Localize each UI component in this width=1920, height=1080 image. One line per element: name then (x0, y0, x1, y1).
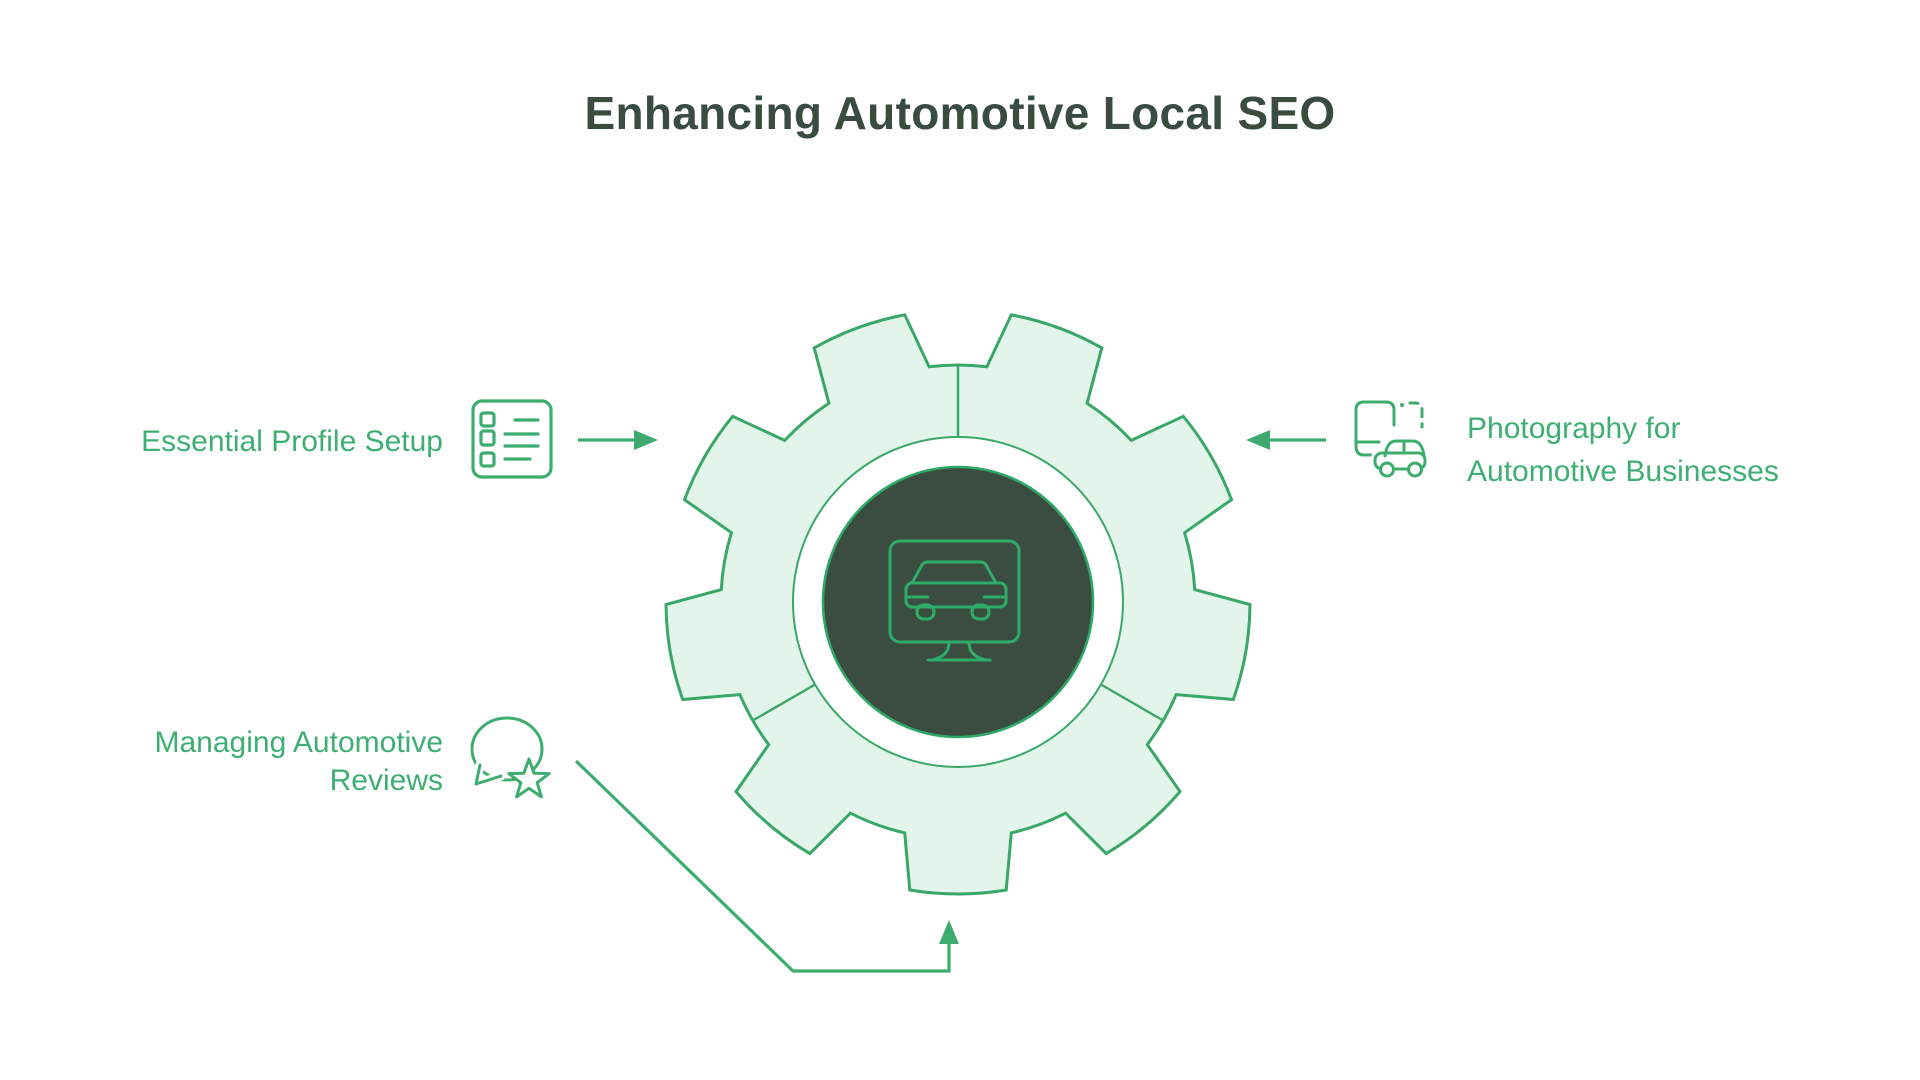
reviews-label-line2: Reviews (329, 764, 443, 797)
checklist-icon (471, 399, 553, 479)
profile-setup-label: Essential Profile Setup (141, 425, 443, 458)
reviews-label: Managing Automotive Reviews (154, 724, 443, 800)
camera-dot (1400, 403, 1404, 407)
car-cabin (910, 560, 998, 585)
page-title: Enhancing Automotive Local SEO (584, 87, 1336, 139)
gear-center-circle (821, 465, 1095, 739)
car-body (1373, 451, 1427, 471)
arrow-head-right-icon (634, 430, 658, 450)
connector-line (574, 759, 951, 973)
car-wheel-left (1379, 461, 1395, 478)
star (507, 757, 551, 799)
gear-segment-dividers (752, 365, 1164, 722)
car-wheel-left (915, 603, 936, 621)
monitor-screen (888, 539, 1021, 644)
photography-label: Photography for Automotive Businesses (1467, 407, 1779, 493)
photography-label-line1: Photography for (1467, 412, 1681, 445)
car-wheel-right (1407, 461, 1423, 478)
reviews-label-line1: Managing Automotive (154, 726, 443, 759)
arrow-head-up-icon (939, 920, 959, 944)
monitor-car-icon (888, 539, 1021, 662)
arrow-reviews-to-gear (574, 759, 959, 973)
speech-bubble (470, 716, 544, 782)
chat-star-icon (470, 716, 551, 799)
phone-body (1354, 400, 1396, 457)
photography-label-line2: Automotive Businesses (1467, 455, 1779, 488)
photo-frame-dashed (1408, 401, 1424, 429)
arrow-head-left-icon (1246, 430, 1270, 450)
arrow-photography-to-gear (1246, 430, 1326, 450)
bubble-tail (474, 763, 503, 786)
car-wheel-right (970, 603, 991, 621)
arrow-profile-to-gear (578, 430, 658, 450)
car-body (904, 581, 1008, 609)
phone-car-icon (1354, 400, 1430, 478)
